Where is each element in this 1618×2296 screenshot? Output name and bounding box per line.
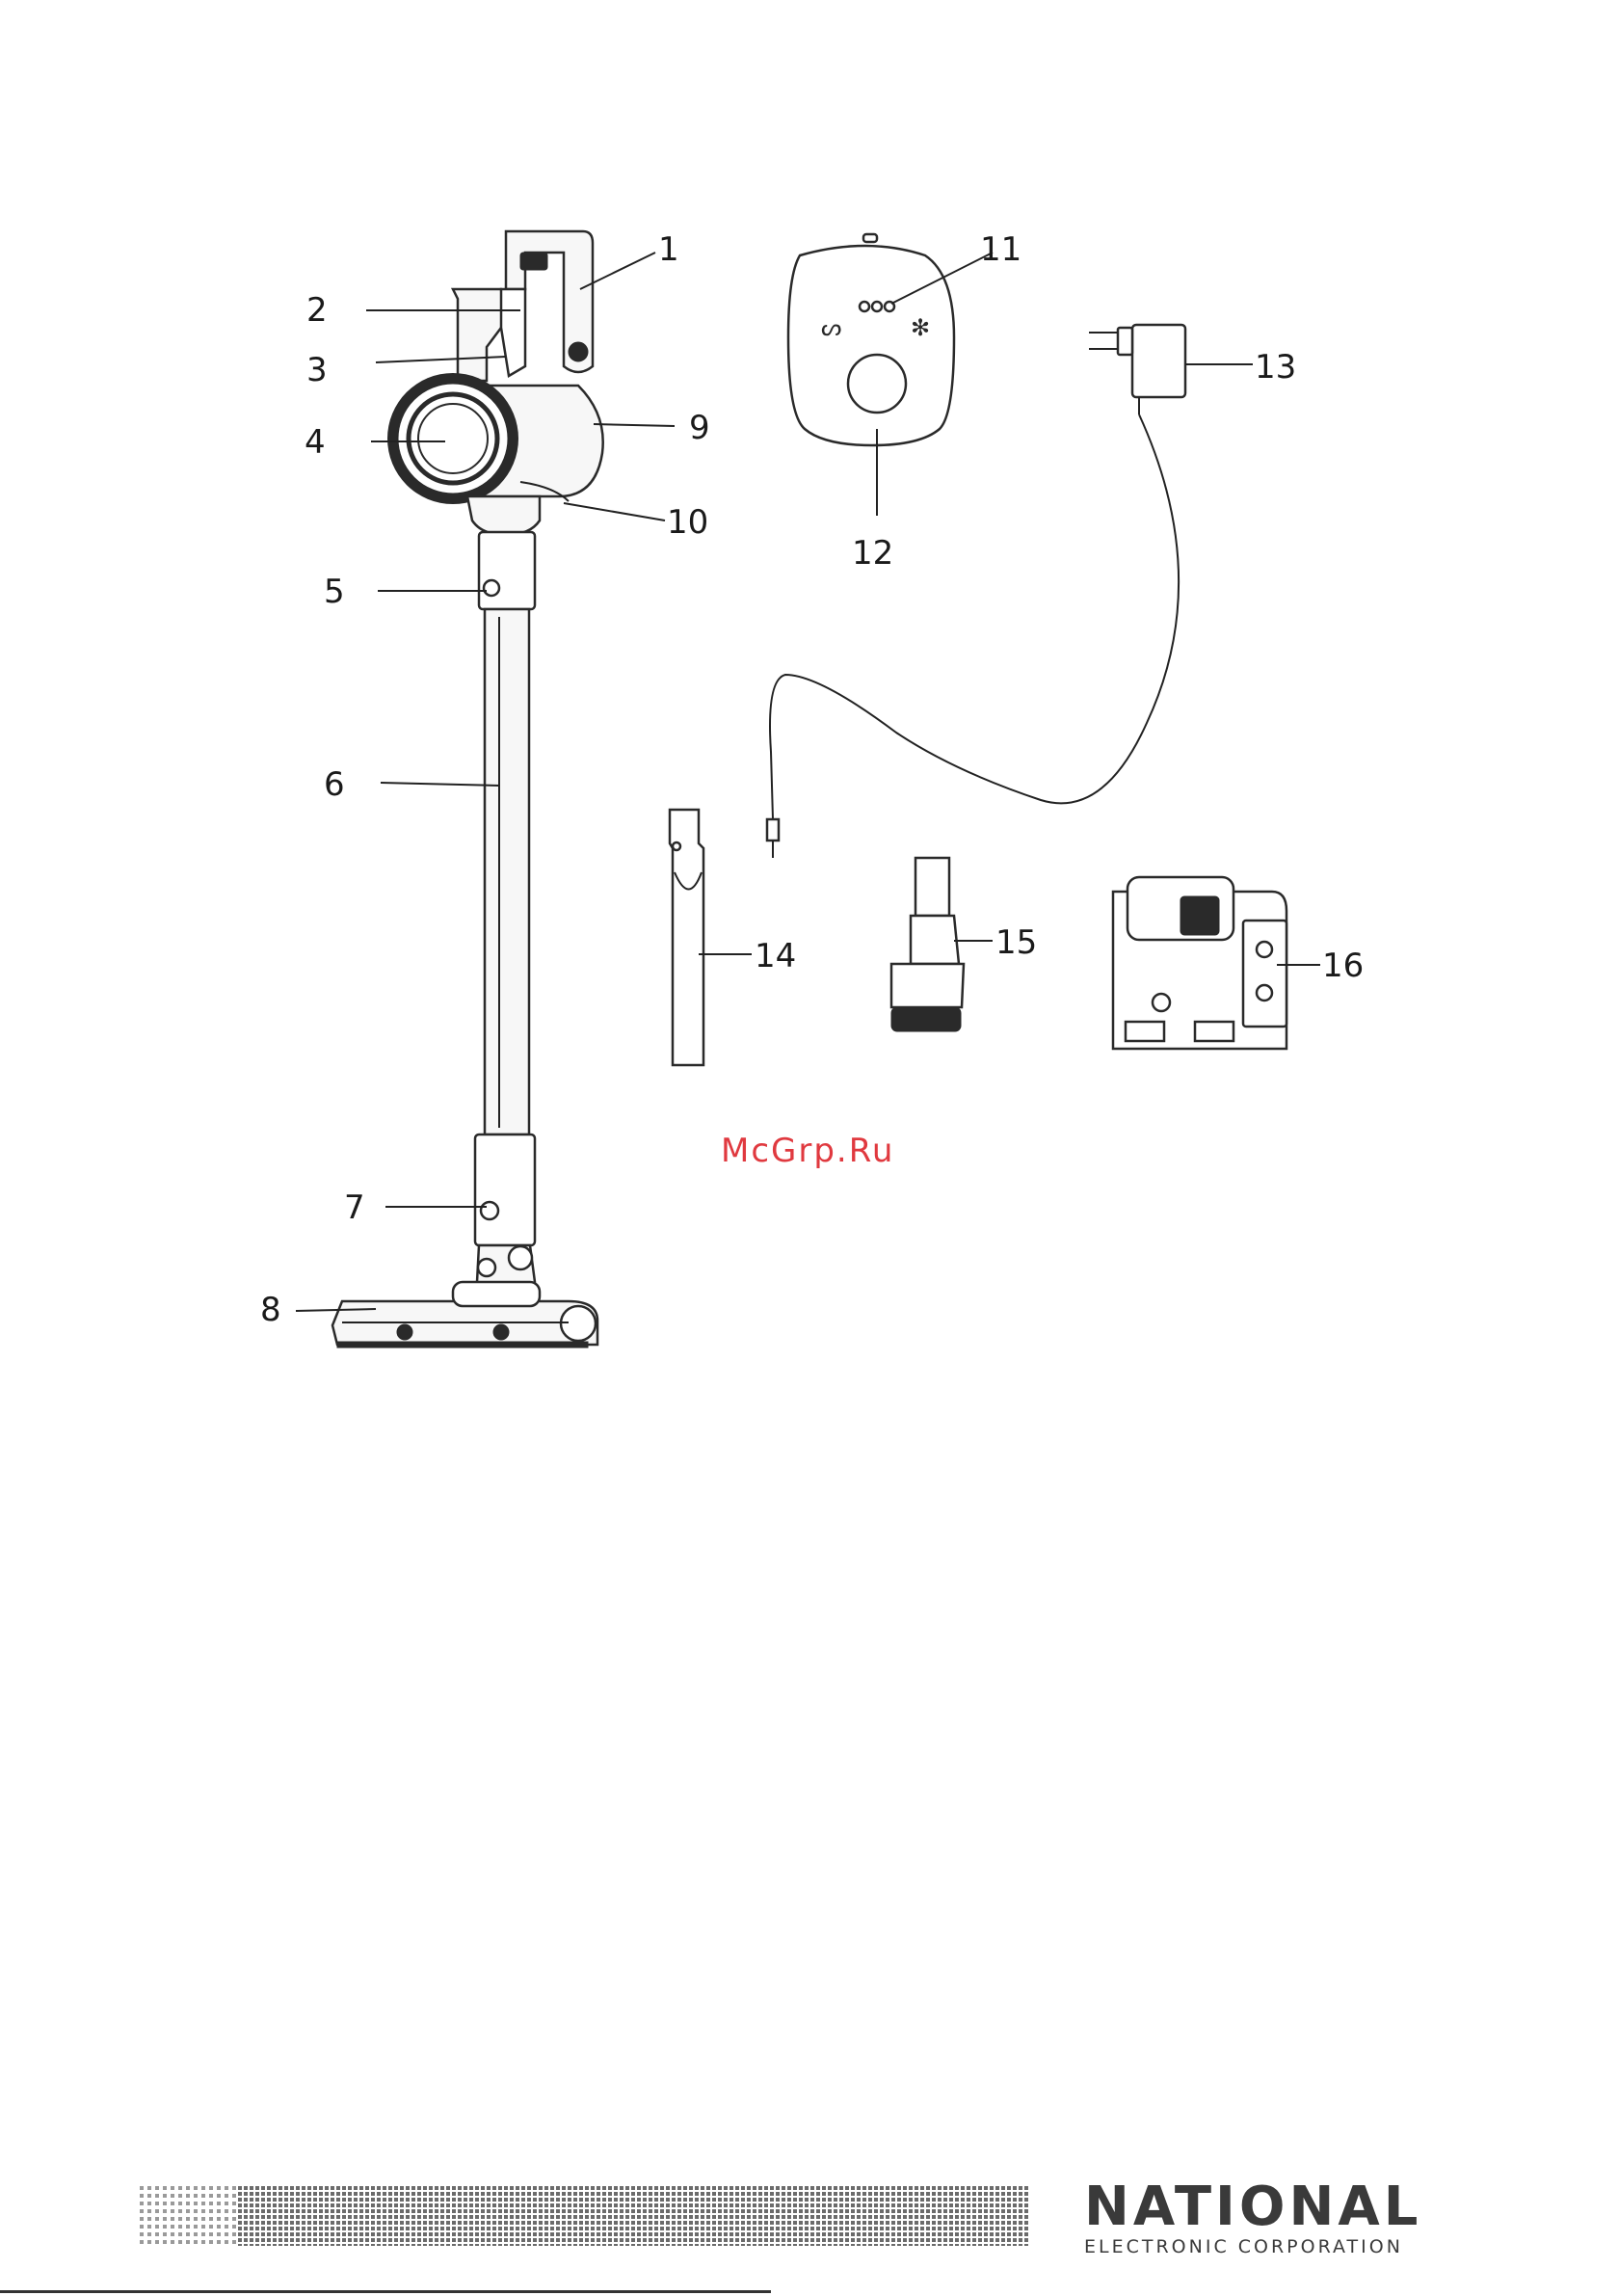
callout-10: 10: [667, 503, 708, 542]
stick-vacuum: [332, 231, 603, 1348]
callout-8: 8: [260, 1291, 281, 1329]
callout-2: 2: [306, 291, 328, 330]
svg-text:✻: ✻: [911, 314, 930, 341]
callout-9: 9: [689, 409, 710, 447]
footer-halftone-bar: [140, 2186, 1028, 2246]
brand-subtitle: ELECTRONIC CORPORATION: [1084, 2236, 1489, 2257]
brand-name: NATIONAL: [1084, 2180, 1489, 2234]
svg-text:ᔕ: ᔕ: [821, 314, 841, 341]
callout-12: 12: [852, 534, 893, 573]
callout-13: 13: [1255, 348, 1296, 387]
brand-logo: NATIONAL ELECTRONIC CORPORATION: [1084, 2180, 1489, 2257]
callout-5: 5: [324, 573, 345, 611]
brush-tool: [891, 858, 993, 1031]
control-panel: ᔕ ✻: [788, 234, 993, 516]
callout-3: 3: [306, 351, 328, 389]
bottom-rule: [0, 2290, 771, 2293]
callout-7: 7: [344, 1188, 365, 1227]
wall-mount: [1113, 877, 1320, 1049]
callout-1: 1: [658, 230, 679, 269]
crevice-tool: [670, 810, 752, 1065]
callout-16: 16: [1322, 947, 1364, 985]
watermark: McGrp.Ru: [721, 1132, 894, 1170]
callout-11: 11: [980, 230, 1021, 269]
callout-15: 15: [995, 923, 1037, 962]
callout-14: 14: [755, 937, 796, 975]
callout-4: 4: [305, 423, 326, 462]
callout-6: 6: [324, 765, 345, 804]
